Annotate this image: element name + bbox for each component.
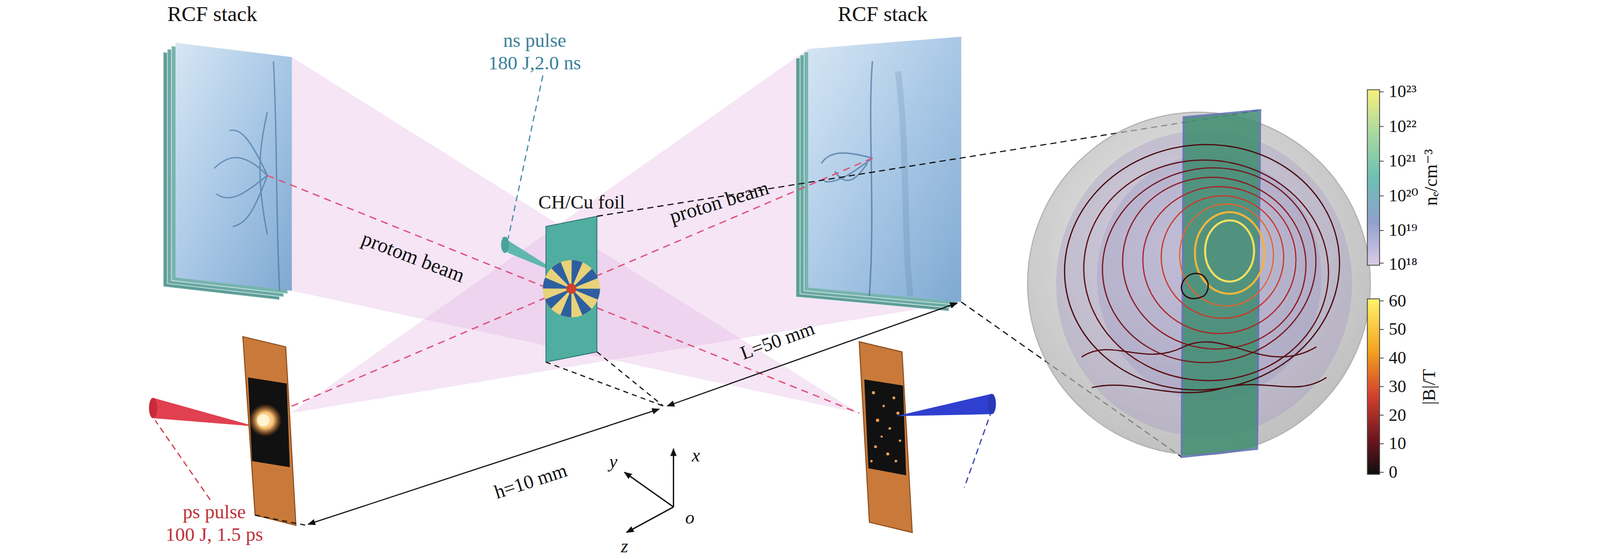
colorbar-tick: 30 bbox=[1388, 377, 1406, 397]
laser-parameter: 100 J, 1.5 ps bbox=[165, 524, 264, 546]
colorbar bbox=[1367, 89, 1384, 475]
laser-label: ns pulse bbox=[503, 30, 567, 52]
colorbar-tick: 0 bbox=[1388, 462, 1398, 483]
colorbar-tick: 20 bbox=[1388, 405, 1406, 426]
laser-parameter: 180 J,2.0 ns bbox=[488, 52, 581, 75]
colorbar-tick: 50 bbox=[1388, 319, 1406, 340]
colorbar-tick: 10²⁰ bbox=[1388, 186, 1419, 206]
ps-pulse bbox=[149, 397, 256, 500]
colorbar-title: nₑ/cm⁻³ bbox=[1420, 149, 1441, 206]
proton-cone bbox=[175, 36, 962, 414]
target-foil bbox=[542, 216, 601, 362]
proton-source-target bbox=[859, 341, 997, 533]
proton-source-target bbox=[242, 336, 296, 526]
colorbar-tick: 10²¹ bbox=[1388, 151, 1417, 171]
colorbar-tick: 10¹⁸ bbox=[1388, 254, 1418, 274]
target-label: CH/Cu foil bbox=[538, 191, 625, 213]
axis-label: y bbox=[609, 450, 618, 472]
detector-label: RCF stack bbox=[837, 2, 928, 26]
rcf-stack bbox=[795, 36, 962, 312]
rcf-stack bbox=[163, 43, 292, 301]
coordinate-axes bbox=[624, 449, 674, 533]
colorbar-tick: 10²² bbox=[1388, 117, 1417, 137]
laser-label: ps pulse bbox=[182, 501, 246, 524]
beam-label: proton beam bbox=[667, 176, 772, 229]
colorbar-tick: 10²³ bbox=[1388, 82, 1417, 102]
beam-label: protom beam bbox=[358, 227, 468, 287]
beam-axis bbox=[267, 158, 873, 414]
axis-label: o bbox=[685, 507, 695, 528]
colorbar-tick: 40 bbox=[1388, 348, 1406, 368]
colorbar-tick: 60 bbox=[1388, 291, 1406, 311]
axis-label: z bbox=[620, 536, 628, 557]
axis-label: x bbox=[691, 445, 701, 466]
dimension-label: h=10 mm bbox=[491, 460, 570, 504]
simulation-inset bbox=[1027, 109, 1371, 457]
detector-label: RCF stack bbox=[167, 2, 258, 26]
colorbar-title: |B|/T bbox=[1418, 368, 1439, 405]
colorbar-tick: 10¹⁹ bbox=[1388, 220, 1418, 241]
colorbar-tick: 10 bbox=[1388, 434, 1406, 454]
dimension-label: L=50 mm bbox=[737, 317, 818, 364]
